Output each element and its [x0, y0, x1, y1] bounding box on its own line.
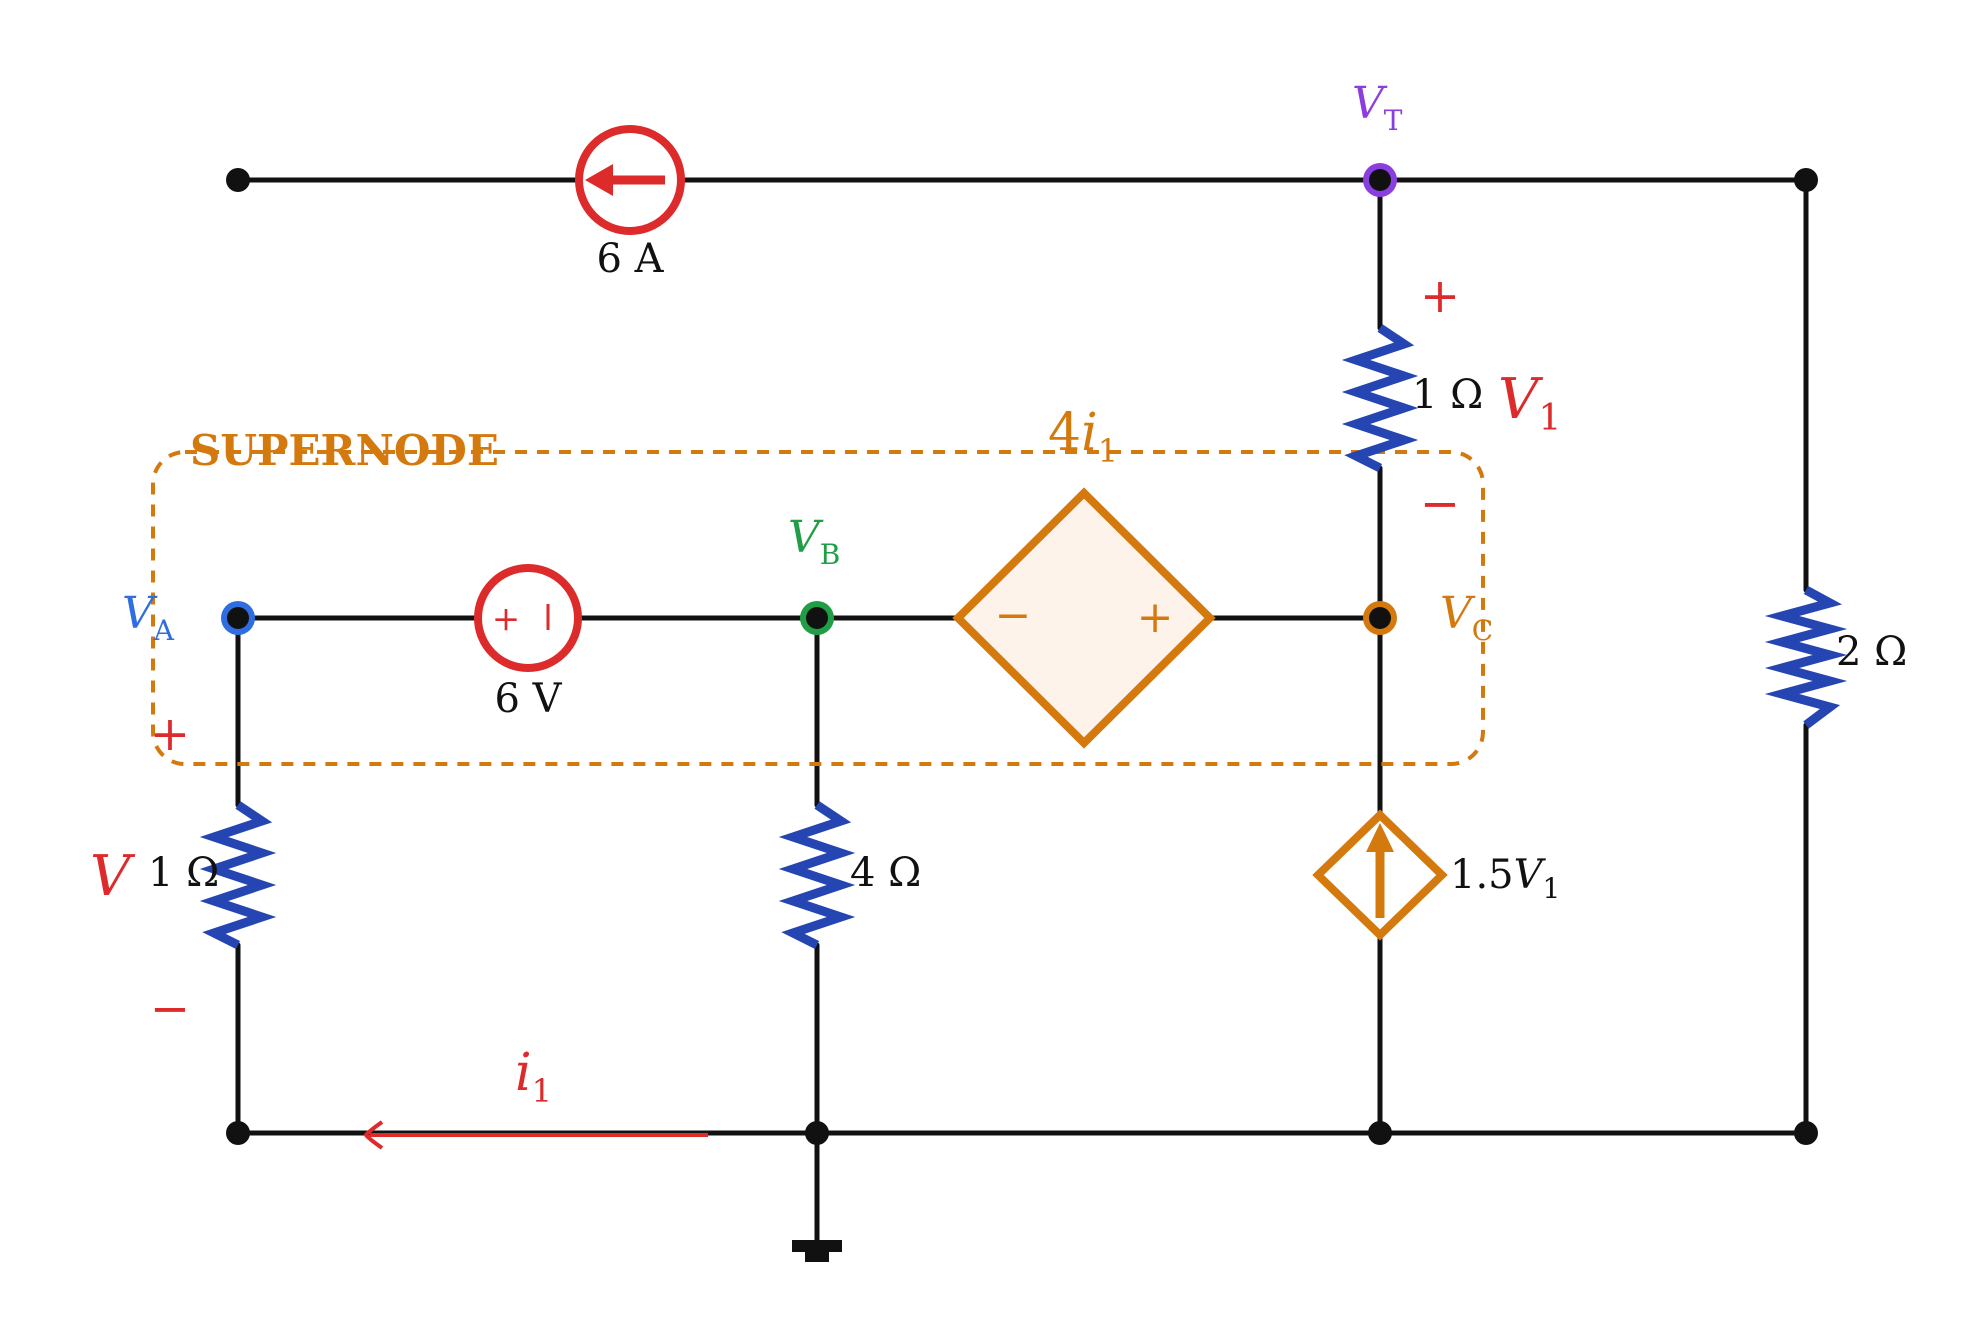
label-1-5v1-coef: 1.5 [1450, 852, 1514, 898]
label-4i1-coef: 4 [1048, 403, 1081, 463]
voltage-source-6v: + [474, 564, 582, 672]
label-v1-sub: 1 [1538, 398, 1561, 439]
dependent-voltage-minus: − [995, 590, 1032, 641]
supernode-boundary [151, 450, 1485, 766]
resistor-right-2ohm [1764, 586, 1848, 729]
v-plus-sign: + [150, 706, 190, 762]
label-r-left: 1 Ω [148, 850, 219, 896]
label-1-5v1: 1.5V1 [1450, 852, 1560, 905]
node-vb [800, 601, 834, 635]
ground-icon [792, 1240, 842, 1262]
junction-dot [1794, 168, 1818, 192]
label-4i1: 4i1 [1048, 403, 1118, 470]
label-vc-var: V [1440, 588, 1476, 639]
label-4i1-sub: 1 [1098, 432, 1118, 470]
label-r-mid: 4 Ω [850, 850, 921, 896]
label-v1: V1 [1498, 367, 1561, 439]
arrow-left-icon [363, 1120, 384, 1150]
supernode-label: SUPERNODE [190, 426, 499, 475]
label-vt-var: V [1352, 78, 1388, 129]
label-vt: VT [1352, 78, 1403, 137]
label-1-5v1-sub: 1 [1543, 872, 1561, 905]
label-vb-sub: B [820, 538, 841, 571]
resistor-left-1ohm [199, 801, 277, 950]
dependent-voltage-source: − + [952, 487, 1216, 749]
junction-dot [805, 1121, 829, 1145]
v1-minus-sign: − [1420, 476, 1460, 532]
label-vc-sub: C [1472, 614, 1493, 647]
arrow-left-icon [585, 164, 665, 196]
label-i1-sub: 1 [532, 1072, 552, 1110]
junction-dot [226, 1121, 250, 1145]
node-vt [1363, 163, 1397, 197]
label-v: V [90, 844, 136, 909]
dependent-current-source [1312, 809, 1448, 941]
label-1-5v1-var: V [1514, 852, 1547, 898]
label-va-var: V [122, 588, 158, 639]
current-source-6a [575, 125, 685, 235]
resistor-top-1ohm [1341, 324, 1419, 473]
label-v1-var: V [1498, 367, 1544, 432]
label-vb-var: V [788, 512, 824, 563]
label-vc: VC [1440, 588, 1493, 647]
junction-dot [1368, 1121, 1392, 1145]
label-r-top: 1 Ω [1412, 372, 1483, 418]
label-6a: 6 A [596, 236, 664, 282]
voltage-source-plus: + [492, 599, 521, 639]
wires [235, 177, 1809, 1255]
dependent-voltage-plus: + [1137, 592, 1174, 643]
junction-dot [226, 168, 250, 192]
label-vt-sub: T [1384, 104, 1403, 137]
arrow-up-icon [1366, 823, 1394, 852]
current-i1-arrow [363, 1120, 708, 1150]
diamond-icon [952, 487, 1216, 749]
label-vb: VB [788, 512, 840, 571]
v1-plus-sign: + [1420, 268, 1460, 324]
label-va-sub: A [153, 614, 175, 647]
junctions [226, 168, 1818, 1145]
label-4i1-var: i [1081, 403, 1098, 463]
voltage-source-circle [474, 564, 582, 672]
label-i1: i1 [515, 1043, 552, 1110]
label-i1-var: i [515, 1043, 532, 1103]
resistor-mid-4ohm [778, 801, 856, 950]
junction-dot [1794, 1121, 1818, 1145]
node-vc [1363, 601, 1397, 635]
label-va: VA [122, 588, 175, 647]
node-va [221, 601, 255, 635]
label-r-right: 2 Ω [1836, 629, 1907, 675]
v-minus-sign: − [150, 981, 190, 1037]
label-6v: 6 V [494, 676, 562, 722]
